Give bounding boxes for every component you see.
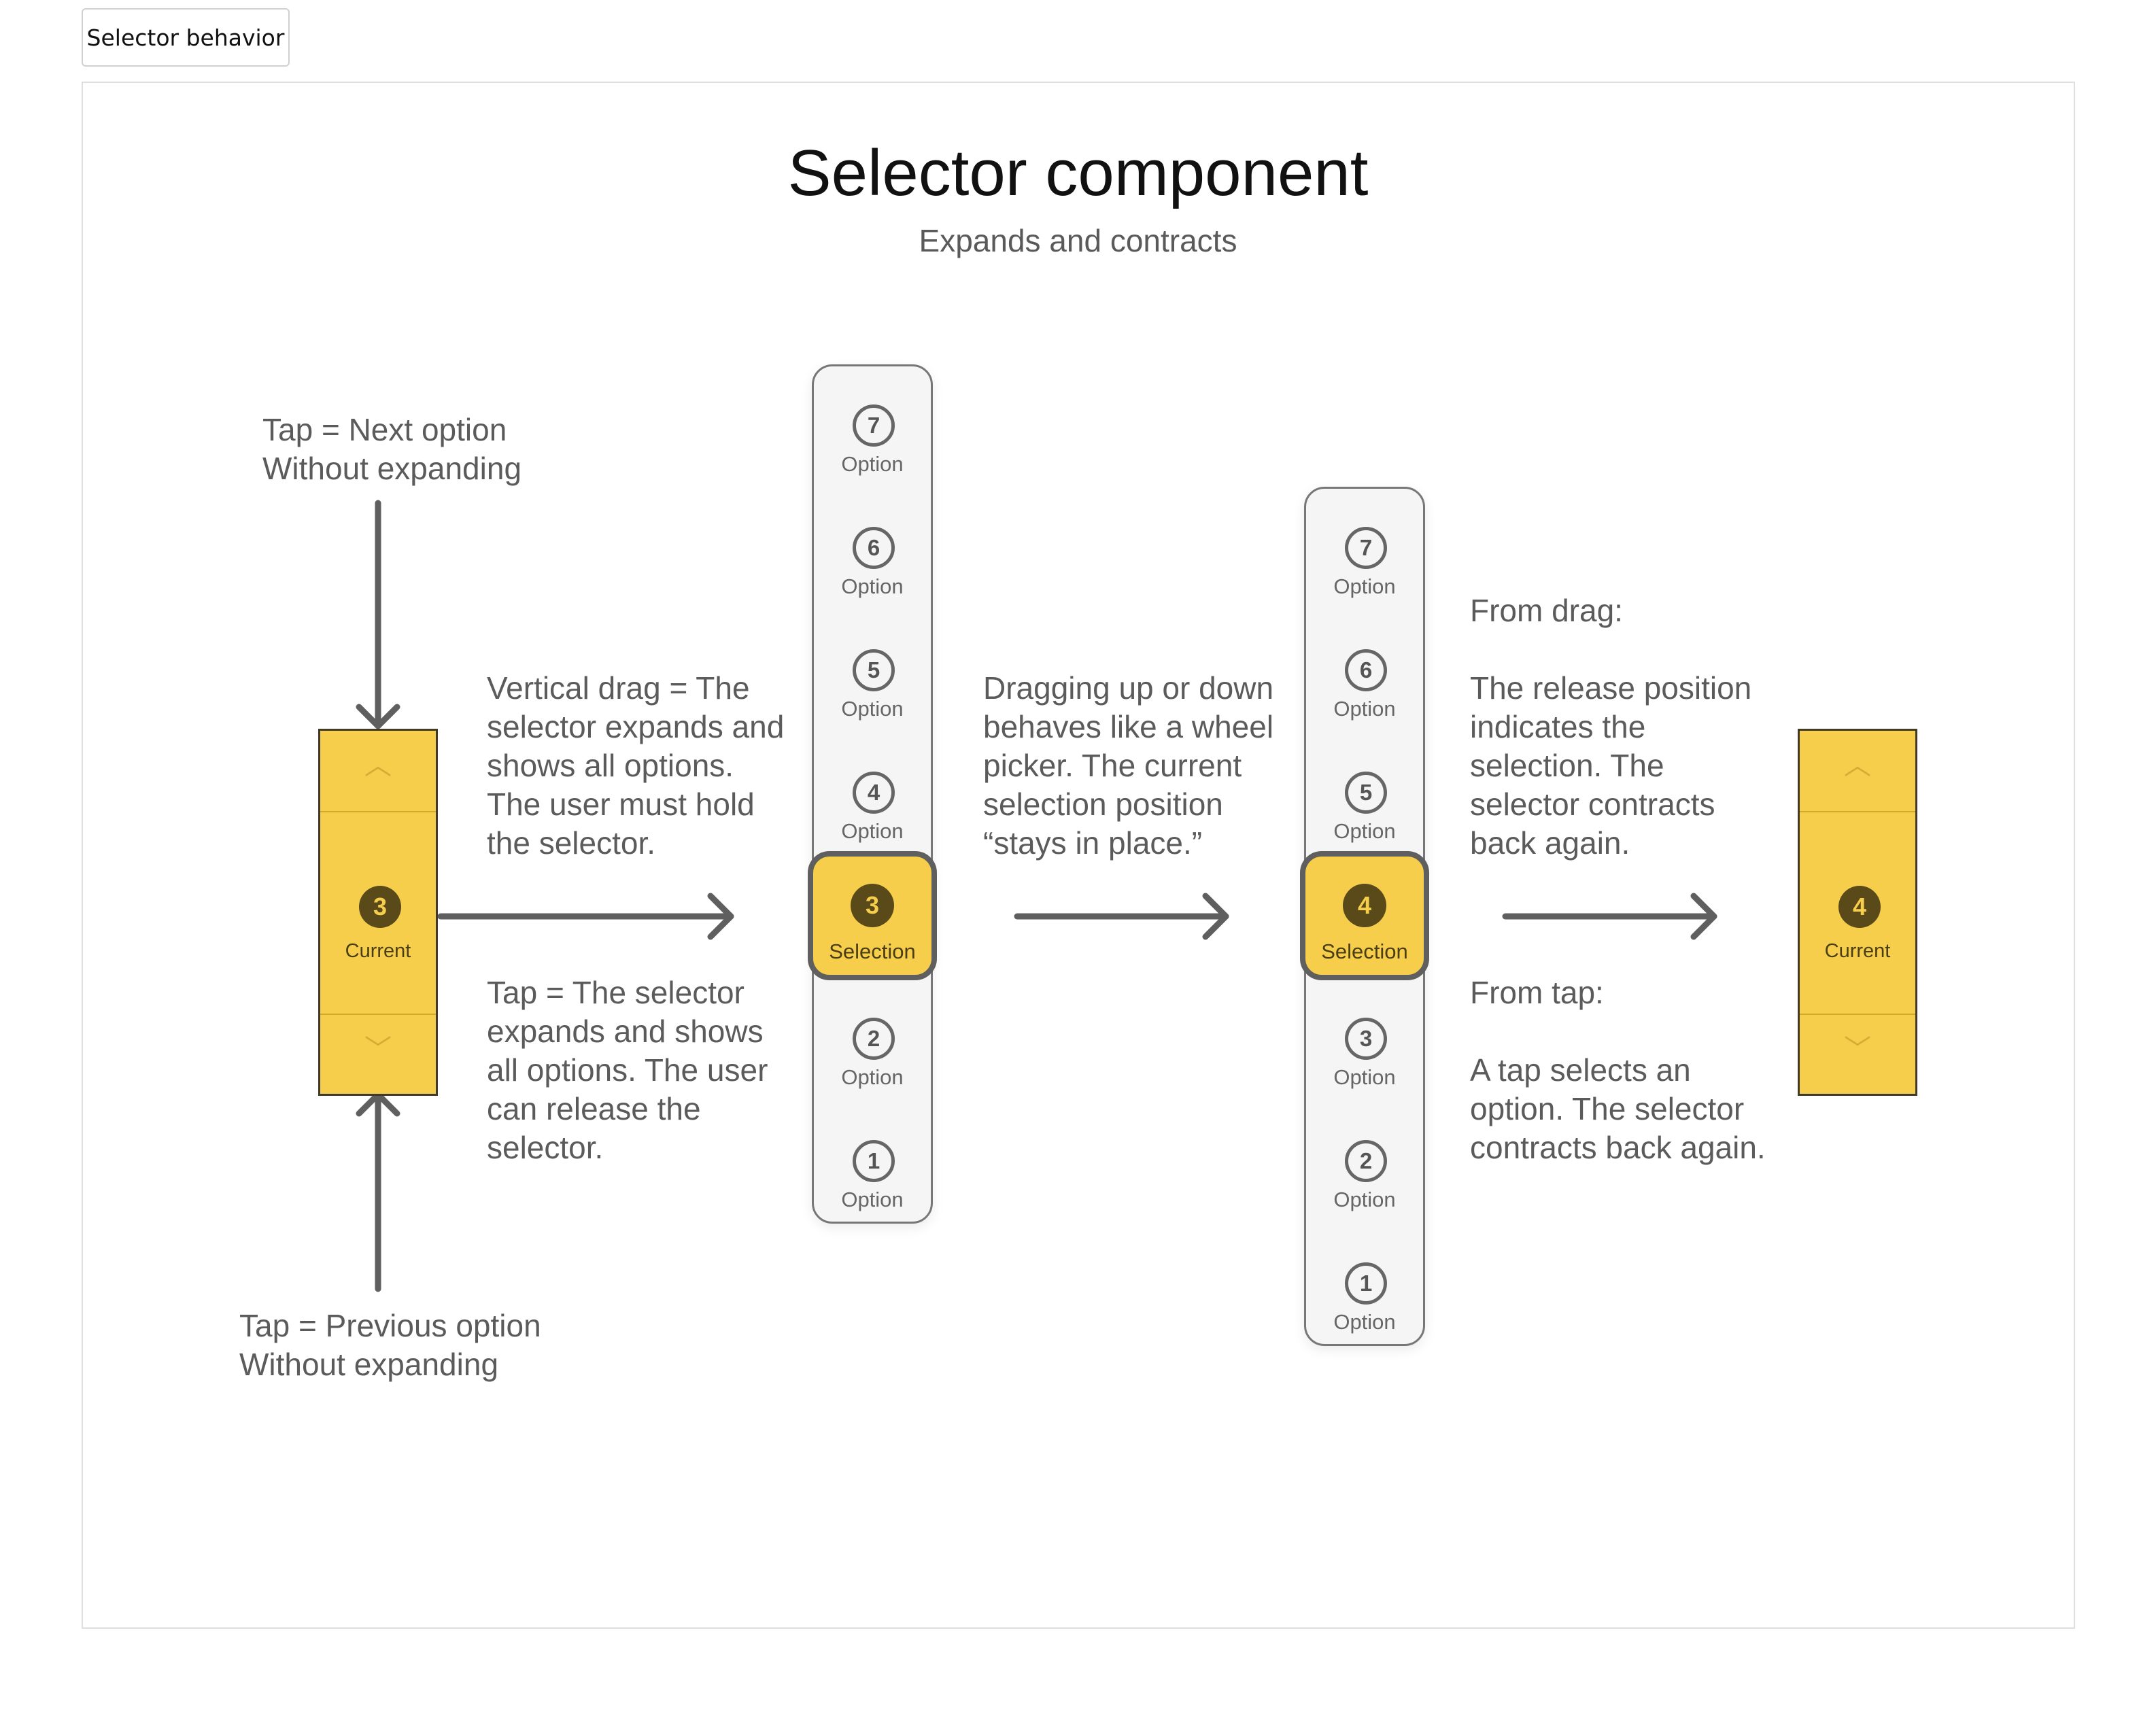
current-number-badge: 3: [359, 886, 401, 928]
selection-label: Selection: [1321, 939, 1408, 963]
divider: [320, 1014, 436, 1015]
list-item[interactable]: 2 Option: [814, 1007, 931, 1129]
option-number-badge: 6: [1345, 649, 1387, 691]
selection-label: Selection: [829, 939, 916, 963]
arrow-down: [356, 500, 400, 729]
option-label: Option: [1333, 574, 1396, 598]
note-vertical-drag: Vertical drag = The selector expands and…: [487, 670, 785, 861]
selector-compact-start[interactable]: ︿ 3 Current ﹀: [318, 729, 438, 1096]
divider: [320, 811, 436, 812]
list-item[interactable]: 4 Option: [814, 761, 931, 883]
option-number-badge: 7: [1345, 527, 1387, 569]
arrow-up: [356, 1091, 400, 1292]
note-from-tap-body: A tap selects an option. The selector co…: [1470, 1052, 1766, 1165]
option-number-badge: 7: [853, 404, 895, 447]
list-item[interactable]: 3 Option: [1306, 1007, 1423, 1129]
list-item[interactable]: 6 Option: [1306, 638, 1423, 761]
note-tap-expand: Tap = The selector expands and shows all…: [487, 975, 768, 1165]
tab-selector-behavior[interactable]: Selector behavior: [82, 8, 290, 67]
selection-number-badge: 4: [1343, 884, 1386, 927]
current-label: Current: [1824, 940, 1891, 962]
list-item[interactable]: 6 Option: [814, 516, 931, 638]
option-label: Option: [841, 452, 904, 476]
option-number-badge: 1: [853, 1140, 895, 1182]
list-item[interactable]: 5 Option: [1306, 761, 1423, 883]
chevron-up-icon[interactable]: ︿: [364, 750, 392, 780]
note-tap-previous: Tap = Previous option Without expanding: [239, 1308, 541, 1382]
option-label: Option: [1333, 1065, 1396, 1089]
divider: [1800, 811, 1915, 812]
chevron-down-icon[interactable]: ﹀: [1844, 1035, 1871, 1065]
option-number-badge: 3: [1345, 1018, 1387, 1060]
list-item[interactable]: 1 Option: [814, 1129, 931, 1251]
option-label: Option: [841, 574, 904, 598]
selector-expanded-list-1: 7 Option 6 Option 5 Option 4 Option 2 Op…: [812, 364, 933, 1224]
list-item[interactable]: 7 Option: [814, 394, 931, 516]
option-label: Option: [1333, 1188, 1396, 1211]
divider: [1800, 1014, 1915, 1015]
note-from-drag-heading: From drag:: [1470, 593, 1623, 628]
option-number-badge: 5: [1345, 772, 1387, 814]
option-label: Option: [841, 819, 904, 843]
option-label: Option: [841, 1188, 904, 1211]
chevron-down-icon[interactable]: ﹀: [364, 1035, 392, 1065]
note-wheel-picker: Dragging up or down behaves like a wheel…: [983, 670, 1274, 861]
option-label: Option: [1333, 1310, 1396, 1334]
option-number-badge: 1: [1345, 1262, 1387, 1305]
list-item[interactable]: 7 Option: [1306, 516, 1423, 638]
list-item[interactable]: 2 Option: [1306, 1129, 1423, 1251]
option-number-badge: 6: [853, 527, 895, 569]
selection-highlight-2[interactable]: 4 Selection: [1300, 851, 1429, 980]
option-number-badge: 5: [853, 649, 895, 691]
current-number-badge: 4: [1838, 886, 1881, 928]
chevron-up-icon[interactable]: ︿: [1844, 750, 1871, 780]
arrow-right-1: [437, 893, 734, 940]
option-label: Option: [841, 1065, 904, 1089]
option-number-badge: 4: [853, 772, 895, 814]
page-subtitle: Expands and contracts: [919, 223, 1237, 258]
selection-highlight-1[interactable]: 3 Selection: [808, 851, 937, 980]
option-number-badge: 2: [853, 1018, 895, 1060]
option-label: Option: [1333, 697, 1396, 721]
note-from-drag-body: The release position indicates the selec…: [1470, 670, 1752, 861]
selection-number-badge: 3: [851, 884, 894, 927]
selector-compact-end[interactable]: ︿ 4 Current ﹀: [1798, 729, 1917, 1096]
note-tap-next: Tap = Next option Without expanding: [262, 412, 522, 486]
arrow-right-2: [1014, 893, 1229, 940]
current-label: Current: [345, 940, 411, 962]
list-item[interactable]: 1 Option: [1306, 1251, 1423, 1374]
note-from-tap-heading: From tap:: [1470, 975, 1604, 1010]
page-title: Selector component: [787, 137, 1369, 209]
option-label: Option: [841, 697, 904, 721]
option-number-badge: 2: [1345, 1140, 1387, 1182]
arrow-right-3: [1502, 893, 1717, 940]
list-item[interactable]: 5 Option: [814, 638, 931, 761]
option-label: Option: [1333, 819, 1396, 843]
